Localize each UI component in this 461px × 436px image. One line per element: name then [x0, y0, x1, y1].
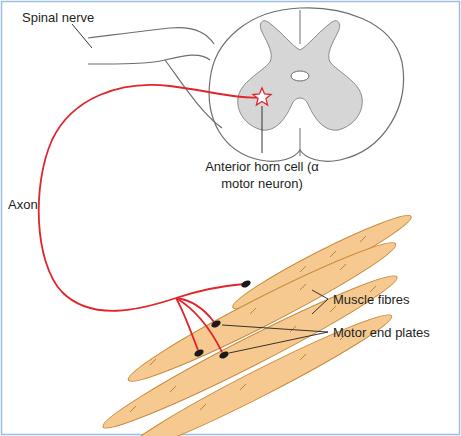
drawing-part: [238, 21, 363, 130]
drawing-part: [340, 264, 346, 270]
drawing-part: [88, 28, 214, 44]
drawing-part: [291, 71, 309, 81]
drawing-part: [312, 290, 328, 299]
drawing-part: [39, 85, 262, 311]
drawing-part: [370, 286, 376, 292]
drawing-part: [300, 266, 306, 272]
motor-end-plates: [193, 279, 252, 360]
drawing-part: [176, 284, 244, 298]
drawing-part: [300, 10, 301, 44]
drawing-part: [312, 299, 328, 314]
drawing-part: [250, 308, 256, 314]
drawing-part: [240, 279, 252, 289]
drawing-part: [300, 284, 306, 290]
drawing-part: [165, 60, 222, 128]
drawing-part: [218, 350, 230, 360]
muscle-fibres: [97, 207, 416, 436]
drawing-part: [209, 8, 403, 161]
drawing-part: [176, 298, 222, 352]
drawing-part: [88, 55, 210, 64]
drawing-part: [130, 406, 136, 412]
drawing-part: [150, 359, 156, 365]
striations: [130, 236, 376, 412]
axon: [39, 85, 262, 352]
drawing-part: [200, 404, 206, 410]
part-label: Spinal nerve: [22, 9, 94, 26]
motor-neuron-soma: [253, 88, 271, 105]
drawing-part: [360, 236, 366, 242]
spinal-nerve: [88, 28, 222, 128]
drawing-part: [222, 325, 328, 332]
drawing-part: [229, 332, 328, 353]
drawing-part: [330, 251, 336, 257]
drawing-part: [170, 386, 176, 392]
drawing-part: [290, 326, 296, 332]
drawing-part: [240, 384, 246, 390]
drawing-part: [300, 354, 306, 360]
drawing-part: [210, 319, 222, 329]
spinal-cord: [209, 8, 403, 161]
part-label: Muscle fibres: [333, 291, 410, 308]
drawing-part: [97, 265, 404, 436]
drawing-part: [300, 128, 301, 156]
part-label: Axon: [8, 196, 38, 213]
leader-line: [262, 106, 263, 153]
part-label: Motor end plates: [333, 324, 430, 341]
leader-lines: [222, 290, 328, 353]
drawing-part: [193, 348, 205, 358]
part-label: Anterior horn cell (α motor neuron): [197, 158, 327, 192]
drawing-part: [118, 304, 397, 436]
leader-line: [72, 24, 92, 48]
